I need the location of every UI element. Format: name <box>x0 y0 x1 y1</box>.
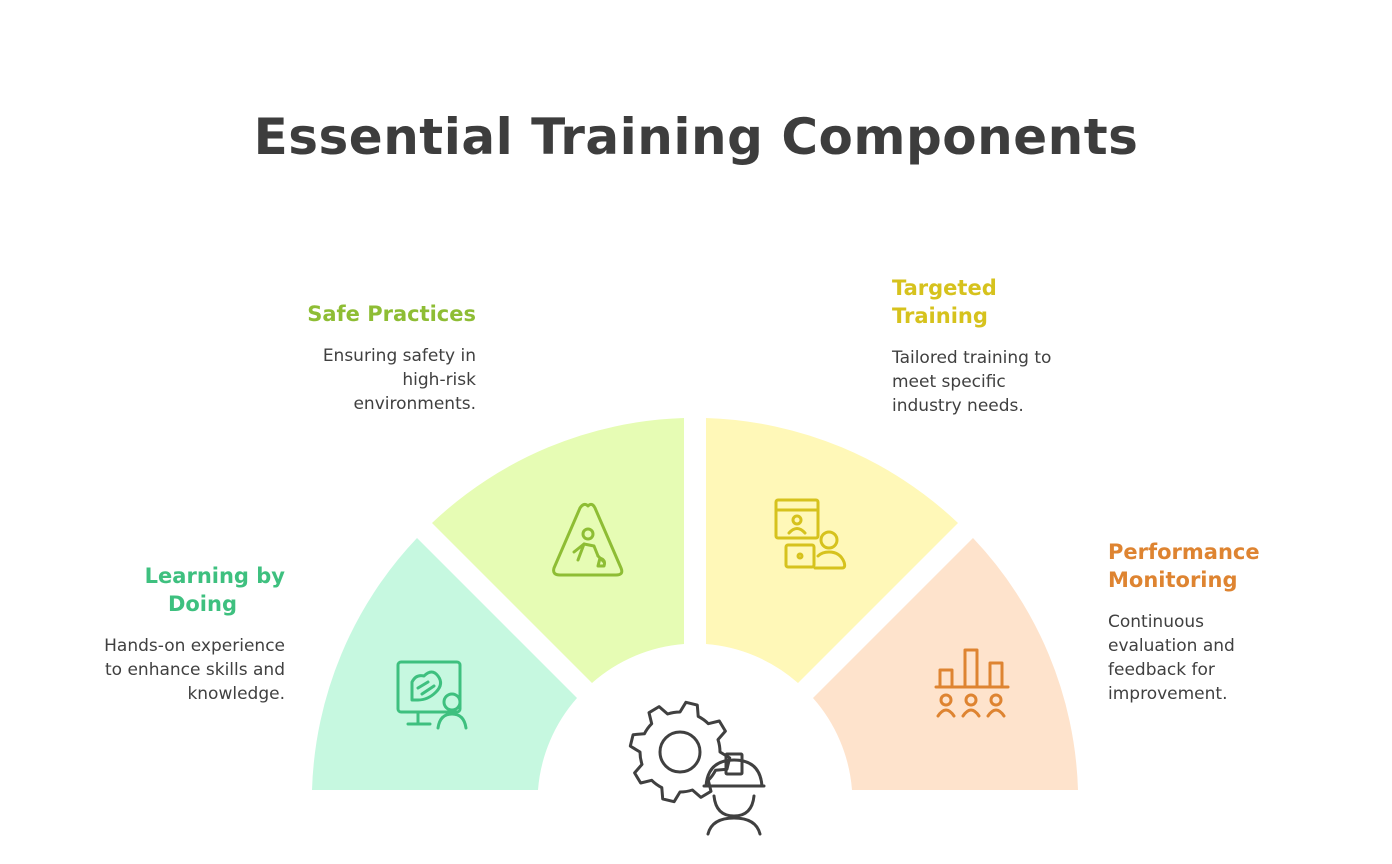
label-targeted-training: Targeted Training Tailored training to m… <box>892 274 1107 418</box>
segment-title: Learning by Doing <box>60 562 285 618</box>
performance-chart-icon <box>934 648 1010 718</box>
title-line: Learning by <box>144 564 285 588</box>
title-line: Safe Practices <box>307 302 476 326</box>
segment-learning-by-doing <box>312 538 577 790</box>
online-training-icon <box>774 498 847 570</box>
gear-worker-icon <box>628 700 766 836</box>
safety-warning-icon <box>552 502 624 577</box>
segment-title: Performance Monitoring <box>1108 538 1338 594</box>
description-line: feedback for <box>1108 660 1215 680</box>
description-line: Ensuring safety in <box>322 346 476 366</box>
title-line: Monitoring <box>1108 568 1238 592</box>
description-line: industry needs. <box>892 396 1024 416</box>
description-line: improvement. <box>1108 684 1228 704</box>
segment-title: Safe Practices <box>276 300 476 328</box>
description-line: Hands-on experience <box>104 636 285 656</box>
label-learning-by-doing: Learning by Doing Hands-on experience to… <box>60 562 285 706</box>
segment-title: Targeted Training <box>892 274 1107 330</box>
description-line: to enhance skills and <box>105 660 285 680</box>
segment-description: Continuous evaluation and feedback for i… <box>1108 610 1338 706</box>
description-line: Tailored training to <box>892 348 1052 368</box>
segment-performance-monitoring <box>813 538 1078 790</box>
title-line: Performance <box>1108 540 1260 564</box>
description-line: high-risk <box>402 370 476 390</box>
title-line: Training <box>892 304 988 328</box>
segment-safe-practices <box>432 418 684 683</box>
page-title: Essential Training Components <box>253 108 1139 166</box>
description-line: evaluation and <box>1108 636 1235 656</box>
description-line: Continuous <box>1108 612 1205 632</box>
description-line: meet specific <box>892 372 1006 392</box>
segment-description: Ensuring safety in high-risk environment… <box>276 344 476 416</box>
description-line: knowledge. <box>187 684 285 704</box>
segment-description: Hands-on experience to enhance skills an… <box>60 634 285 706</box>
label-performance-monitoring: Performance Monitoring Continuous evalua… <box>1108 538 1338 706</box>
label-safe-practices: Safe Practices Ensuring safety in high-r… <box>276 300 476 416</box>
segment-description: Tailored training to meet specific indus… <box>892 346 1107 418</box>
segment-targeted-training <box>706 418 958 683</box>
title-line: Targeted <box>892 276 997 300</box>
description-line: environments. <box>353 394 476 414</box>
title-line: Doing <box>167 592 237 616</box>
learning-by-doing-icon <box>396 660 468 730</box>
